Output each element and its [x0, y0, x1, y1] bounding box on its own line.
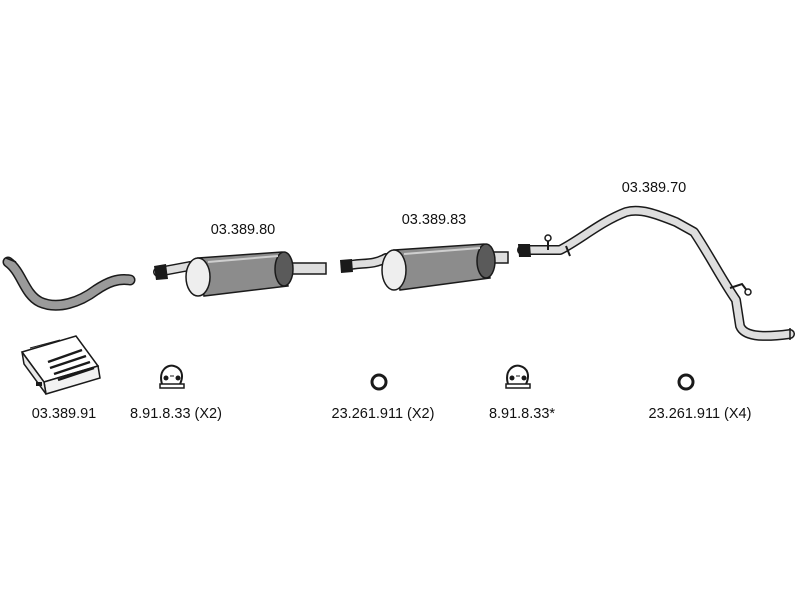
- mounting-kit-label: 03.389.91: [32, 406, 97, 422]
- clamp-icon[interactable]: [505, 364, 531, 389]
- ring-2-label: 23.261.911 (X4): [649, 406, 752, 422]
- tail-pipe-label: 03.389.70: [622, 180, 687, 196]
- clamp-icon[interactable]: [159, 364, 185, 389]
- front-muffler-label: 03.389.80: [211, 222, 276, 238]
- clamp-2-label: 8.91.8.33*: [489, 406, 555, 422]
- ring-1-label: 23.261.911 (X2): [332, 406, 435, 422]
- mounting-kit-box[interactable]: [20, 335, 101, 395]
- gasket-ring-icon[interactable]: [677, 373, 695, 391]
- front-pipe[interactable]: [2, 256, 136, 311]
- center-muffler[interactable]: [340, 243, 509, 291]
- center-muffler-label: 03.389.83: [402, 212, 467, 228]
- front-muffler[interactable]: [153, 251, 327, 297]
- tail-pipe[interactable]: [517, 205, 795, 341]
- gasket-ring-icon[interactable]: [370, 373, 388, 391]
- clamp-1-label: 8.91.8.33 (X2): [130, 406, 222, 422]
